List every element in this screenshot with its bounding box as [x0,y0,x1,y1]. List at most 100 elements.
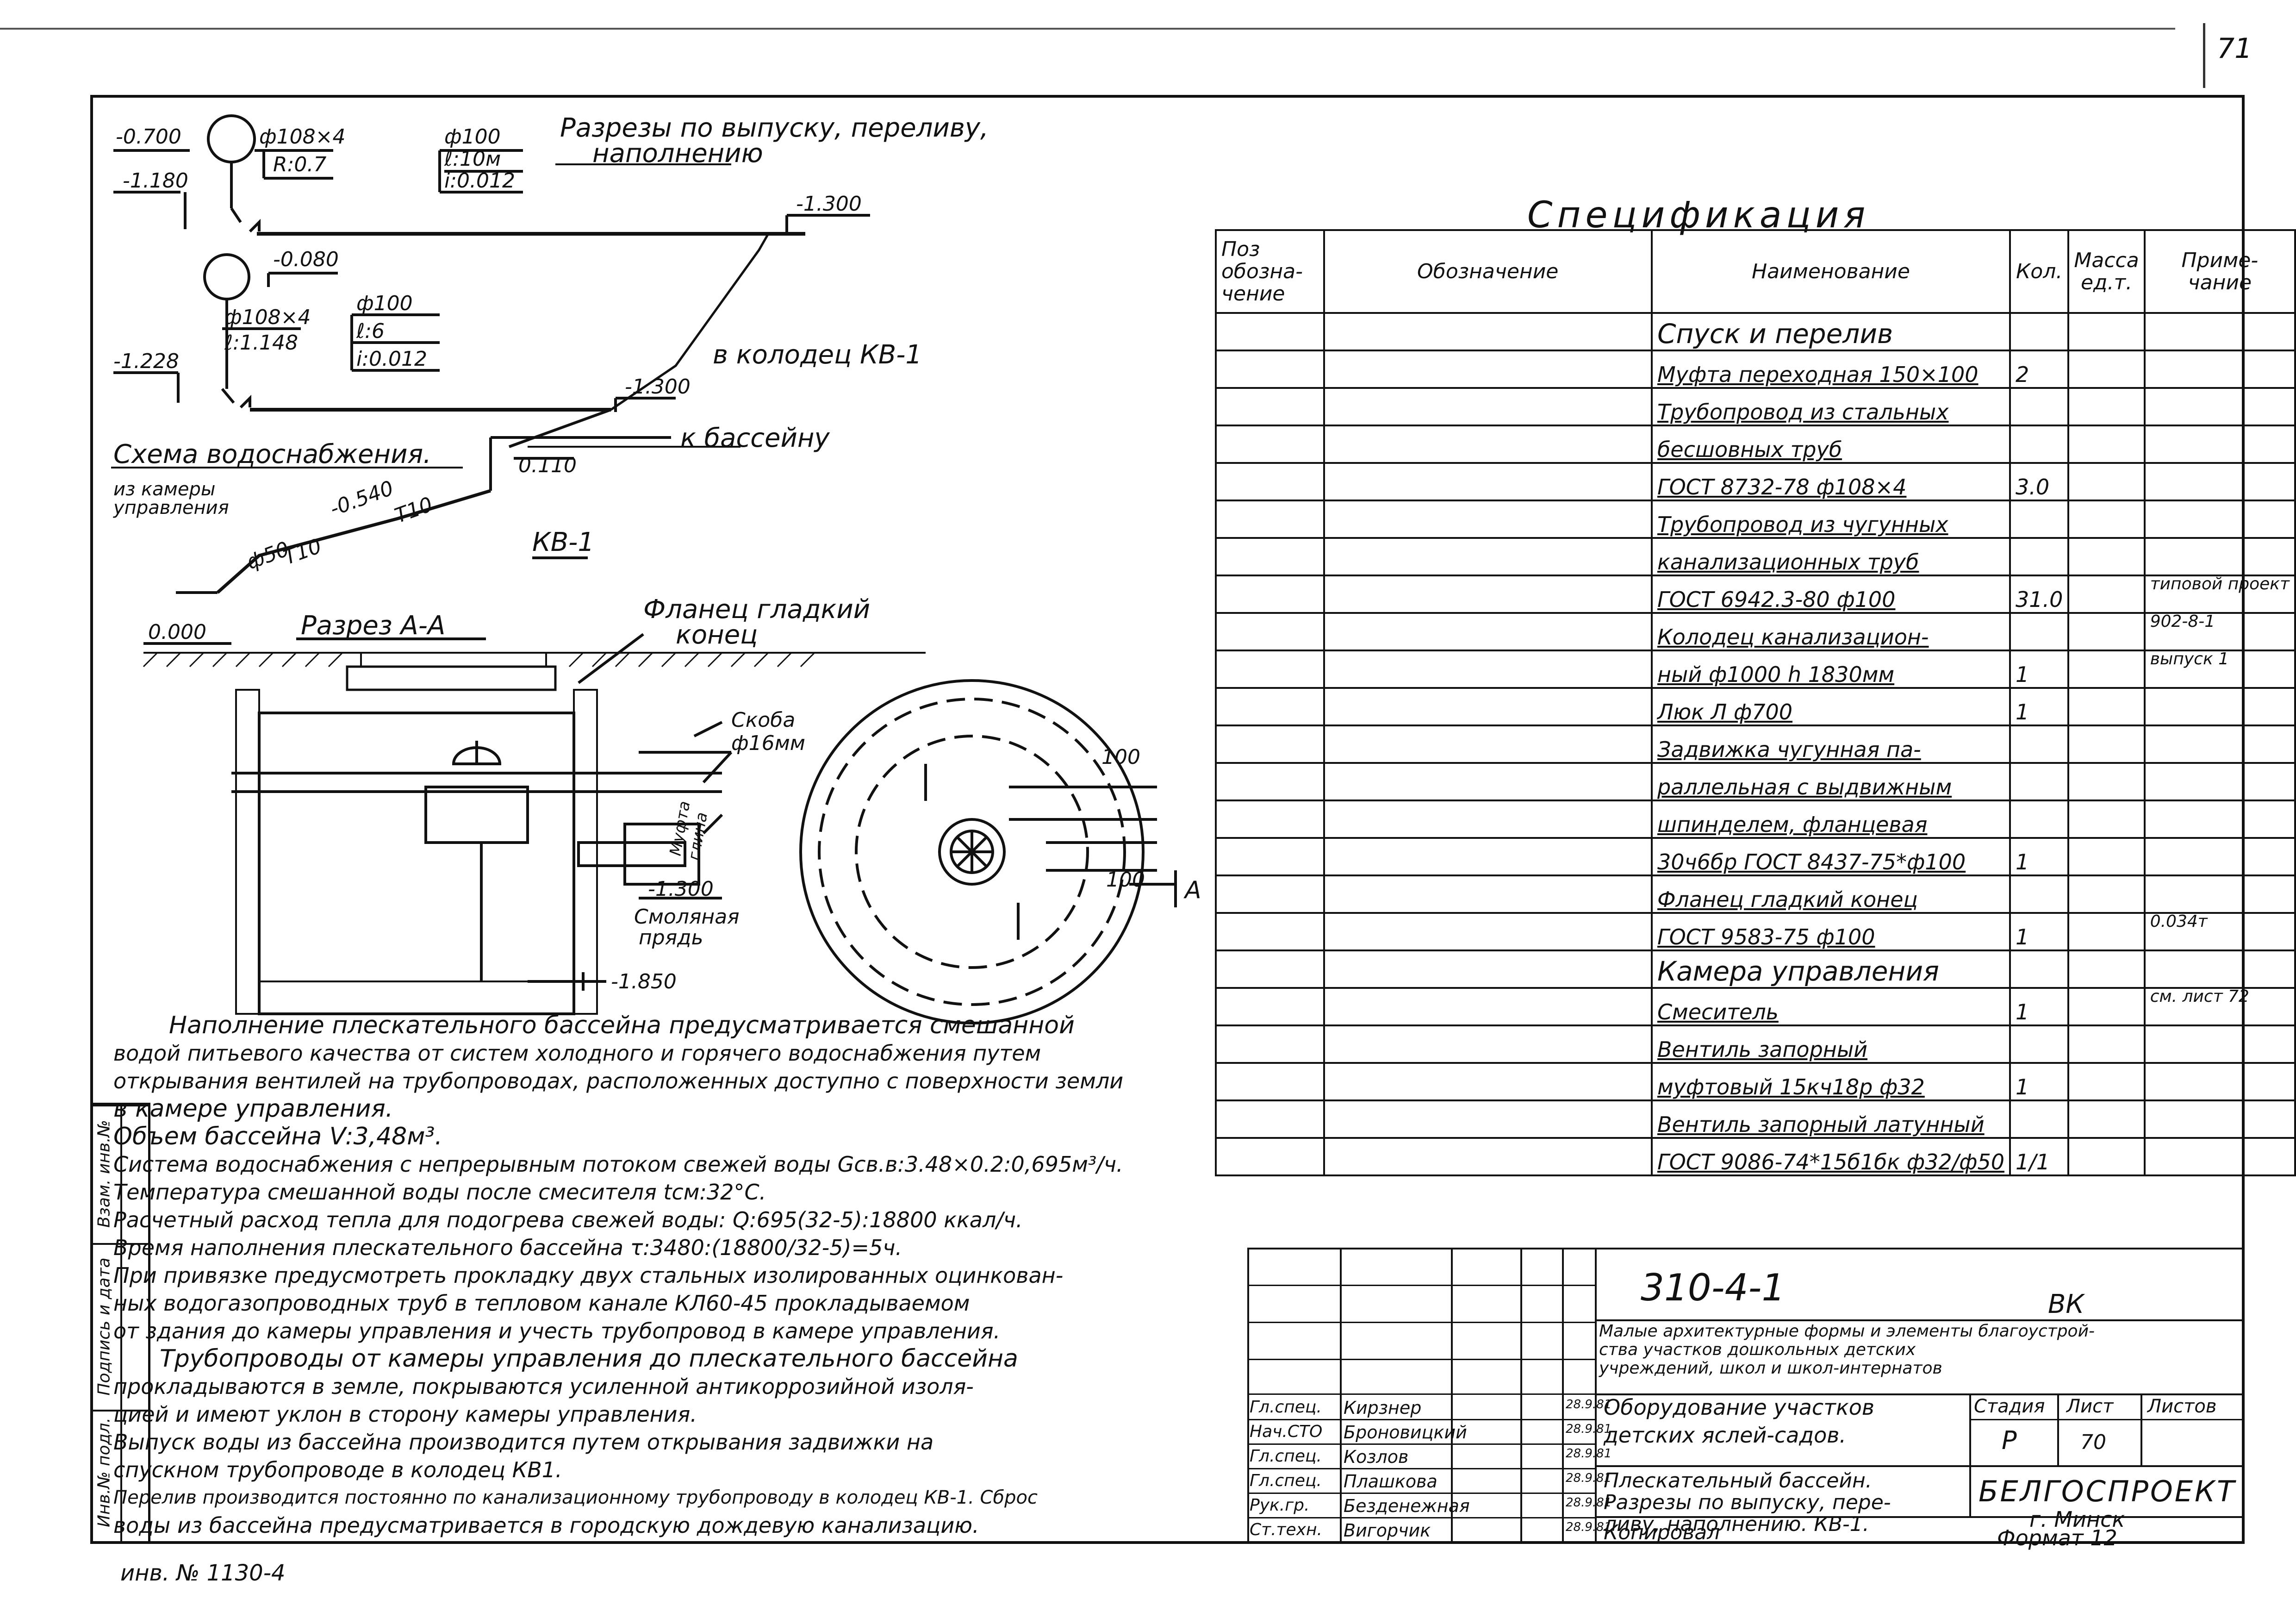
tb-code: 310-4-1 [1641,1266,1786,1309]
spec-header-row: Поз обозна- чение Обозначение Наименован… [1215,229,2296,314]
spec-cell-note [2143,1062,2296,1101]
pipe2-diameter: ф100 [444,125,501,149]
spec-cell-pos [1215,837,1325,876]
spec-cell-mass [2067,462,2146,501]
note-line: водой питьевого качества от систем холод… [113,1041,1041,1066]
spec-cell-mass [2067,500,2146,539]
spec-cell-note [2143,687,2296,726]
spec-cell-name: ГОСТ 9583-75 ф100 [1650,912,2011,951]
spec-row: Колодец канализацион-902-8-1 [1215,612,2296,651]
spec-cell-mass [2067,350,2146,389]
spec-cell-name: канализационных труб [1650,537,2011,576]
spec-cell-designation [1323,1062,1653,1101]
signature-date: 28.9.81 [1566,1422,1612,1436]
sections-title: Разрезы по выпуску, переливу, [560,113,989,143]
spec-cell-designation [1323,987,1653,1026]
tb-org: БЕЛГОСПРОЕКТ [1979,1474,2236,1508]
spec-row: раллельная с выдвижным [1215,762,2296,801]
spec-row: Камера управления [1215,949,2296,989]
mark-1300a: -1.300 [796,192,862,216]
spec-cell-name: раллельная с выдвижным [1650,762,2011,801]
spec-cell-designation [1323,1137,1653,1176]
pipe3-length: ℓ:1.148 [224,331,298,355]
spec-cell-mass [2067,912,2146,951]
spec-cell-designation [1323,874,1653,914]
spec-row: Трубопровод из чугунных [1215,500,2296,539]
mark-1300c: -1.300 [648,877,714,901]
sheet-number: 71 [2217,32,2252,65]
tb-object-line2: детских яслей-садов. [1604,1423,1847,1448]
mark-1300b: -1.300 [625,375,691,399]
spec-cell-mass [2067,612,2146,651]
spec-cell-qty: 1 [2009,687,2070,726]
from-chamber-label-2: управления [113,497,229,518]
mark-0700: -0.700 [116,125,181,149]
sheet-number-divider [2203,23,2205,88]
spec-cell-designation [1323,537,1653,576]
pipe-section-circle-1 [207,114,256,163]
spec-cell-qty: 3.0 [2009,462,2070,501]
spec-header-pos: Поз обозна- чение [1215,229,1325,314]
from-chamber-label: из камеры [113,479,215,500]
spec-cell-name: ГОСТ 8732-78 ф108×4 [1650,462,2011,501]
spec-cell-pos [1215,987,1325,1026]
spec-cell-qty: 1 [2009,987,2070,1026]
note-line: Температура смешанной воды после смесите… [113,1180,766,1205]
mark-1228: -1.228 [113,350,179,373]
spec-row: Спуск и перелив [1215,312,2296,351]
spec-cell-pos [1215,650,1325,689]
spec-cell-qty: 1 [2009,837,2070,876]
note-line: Объем бассейна V:3,48м³. [113,1123,442,1150]
stamp-sign-date: Подпись и дата [94,1257,114,1396]
pipe4-length: ℓ:6 [356,319,385,343]
putty-label-2: прядь [639,926,703,949]
signature-date: 28.9.81 [1566,1496,1612,1510]
mark-0000: 0.000 [148,620,206,644]
spec-cell-designation [1323,687,1653,726]
signature-date: 28.9.81 [1566,1447,1612,1461]
spec-cell-designation [1323,912,1653,951]
spec-cell-name: Муфта переходная 150×100 [1650,350,2011,389]
spec-cell-qty [2009,387,2070,426]
spec-cell-name: муфтовый 15кч18р ф32 [1650,1062,2011,1101]
spec-cell-pos [1215,462,1325,501]
spec-cell-designation [1323,387,1653,426]
spec-cell-pos [1215,800,1325,839]
spec-row: шпинделем, фланцевая [1215,800,2296,839]
spec-cell-note [2143,874,2296,914]
spec-cell-mass [2067,1137,2146,1176]
spec-cell-designation [1323,312,1653,351]
tb-format: Формат 12 [1997,1525,2117,1550]
note-line: Расчетный расход тепла для подогрева све… [113,1207,1023,1232]
spec-cell-name: Вентиль запорный [1650,1024,2011,1064]
spec-cell-qty: 1 [2009,912,2070,951]
spec-cell-note: выпуск 1 [2143,650,2296,689]
note-line: прокладываются в земле, покрываются усил… [113,1374,974,1399]
spec-cell-name: Спуск и перелив [1650,312,2011,351]
tb-project-line1: Малые архитектурные формы и элементы бла… [1599,1322,2095,1341]
tb-object-line1: Оборудование участков [1604,1395,1874,1420]
spec-cell-qty: 1 [2009,1062,2070,1101]
spec-cell-pos [1215,1024,1325,1064]
spec-cell-mass [2067,1099,2146,1139]
spec-cell-designation [1323,612,1653,651]
spec-cell-mass [2067,537,2146,576]
spec-cell-designation [1323,949,1653,989]
tb-city: г. Минск [2029,1507,2125,1532]
spec-cell-qty [2009,312,2070,351]
spec-cell-designation [1323,350,1653,389]
spec-cell-note [2143,312,2296,351]
stamp-column: Инв.№ подл. Подпись и дата Взам. инв.№ [90,1104,150,1544]
tb-project-line2: ства участков дошкольных детских [1599,1340,1916,1359]
spec-header-mass: Масса ед.т. [2067,229,2146,314]
spec-cell-mass [2067,1062,2146,1101]
supply-pipe-line [216,489,492,594]
tb-discipline: ВК [2048,1289,2084,1319]
spec-cell-designation [1323,650,1653,689]
spec-cell-name: Трубопровод из чугунных [1650,500,2011,539]
spec-cell-designation [1323,725,1653,764]
spec-cell-designation [1323,800,1653,839]
